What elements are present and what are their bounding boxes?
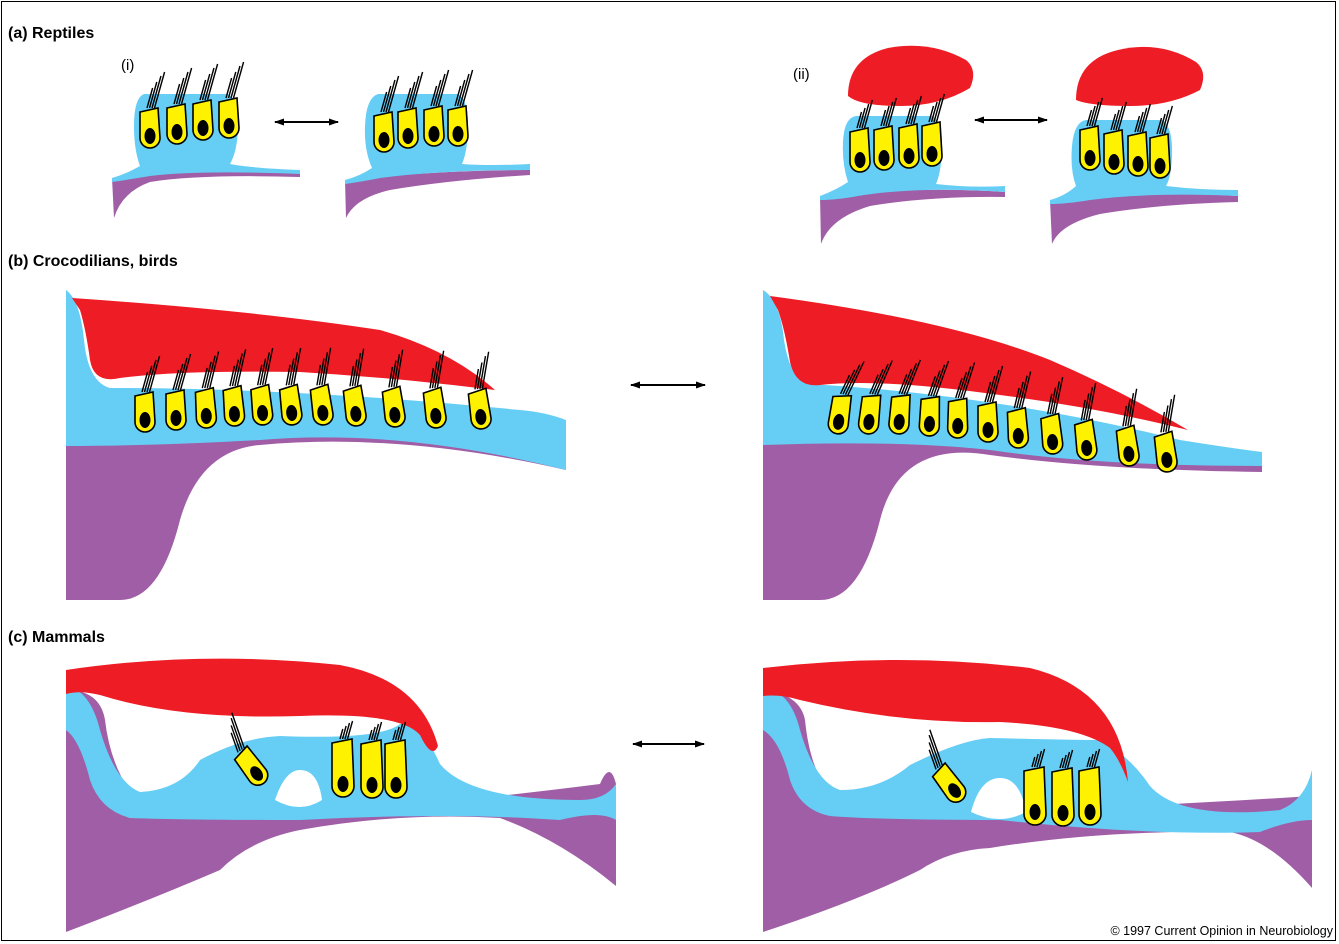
panel-a-label: (a) Reptiles [8,25,94,42]
panel-c-label: (c) Mammals [8,629,105,646]
hair-cell [922,94,944,166]
hair-cell-nucleus [879,150,890,166]
hair-cell-nucleus [1155,158,1166,174]
hair-cell-nucleus [453,126,464,142]
hair-cell-nucleus [403,128,414,144]
basilar-membrane [820,190,1005,244]
hair-cell-nucleus [904,148,915,164]
hair-cell-nucleus [140,412,151,428]
hair-cell [1150,106,1172,178]
hair-cell-nucleus [145,128,156,144]
hair-cell-nucleus [855,152,866,168]
hair-cell-nucleus [1058,805,1069,821]
hair-cell [1080,98,1102,170]
hair-cell [899,96,921,168]
panel-b-right [763,290,1262,600]
hair-cell-nucleus [338,776,349,792]
hair-cell-nucleus [1030,804,1041,820]
hair-cell-nucleus [927,146,938,162]
hair-cell-nucleus [1109,154,1120,170]
tectorial-membrane [1076,47,1203,106]
hair-cell [1104,102,1126,174]
panel-c-right [763,660,1312,932]
panel-c-left [66,659,616,932]
panel-a-i-right [345,70,530,218]
hair-cell-nucleus [172,124,183,140]
hair-cell-nucleus [1085,804,1096,820]
stereocilia [226,62,244,98]
panel-a-i-label: (i) [121,57,134,74]
panel-b-label: (b) Crocodilians, birds [8,253,178,270]
copyright-notice: © 1997 Current Opinion in Neurobiology [1110,924,1333,938]
hair-cell-nucleus [224,118,235,134]
panel-a-i-left [112,62,300,218]
hair-cell [332,721,354,797]
hair-cell-nucleus [171,410,182,426]
hair-cell-nucleus [367,777,378,793]
panel-b-left [66,290,566,600]
tectorial-membrane [848,46,973,106]
hair-cell-nucleus [429,126,440,142]
panel-a-ii-label: (ii) [793,66,810,83]
panel-a-ii-left [820,46,1005,244]
hair-cell-nucleus [379,132,390,148]
hair-cell-nucleus [198,120,209,136]
basilar-membrane [66,432,566,600]
hair-cell-nucleus [1133,156,1144,172]
hair-cell [1128,104,1150,176]
panel-a-ii-right [1050,47,1238,244]
hair-cell-nucleus [983,422,994,438]
hair-cell-nucleus [391,777,402,793]
hair-cell [874,98,896,170]
hair-cell-nucleus [1085,150,1096,166]
hair-cell [850,100,872,172]
